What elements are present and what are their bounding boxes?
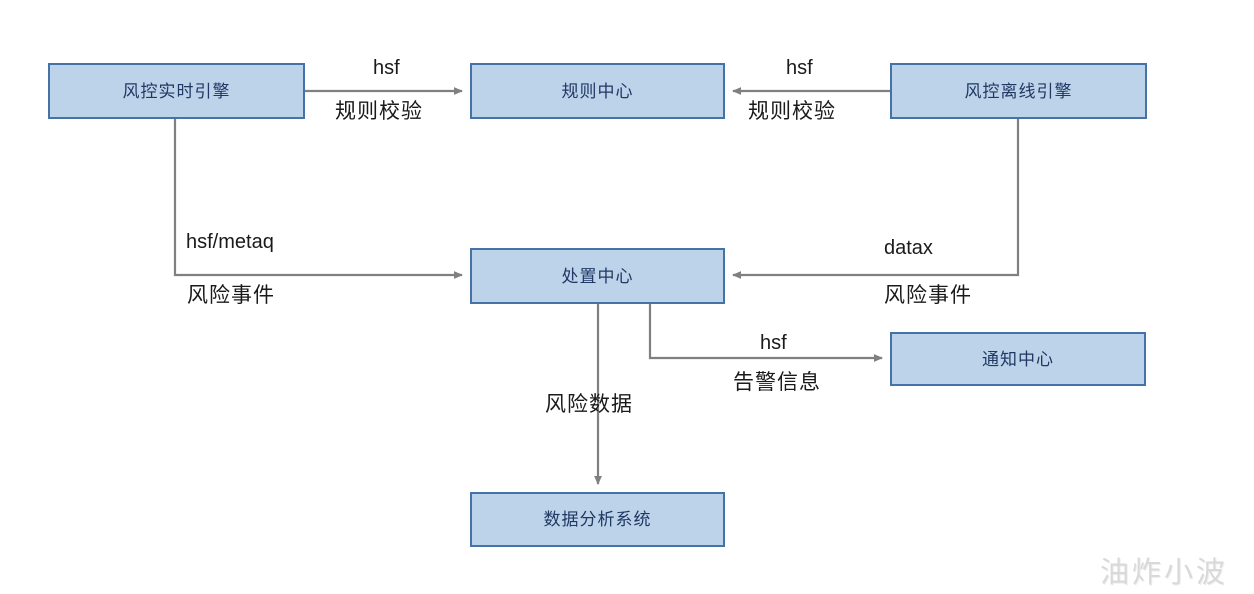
node-notification-center[interactable]: 通知中心	[890, 332, 1146, 386]
edge-label-offline-to-rule-payload: 规则校验	[748, 100, 836, 123]
node-label: 风控离线引擎	[964, 81, 1073, 101]
node-disposal-center[interactable]: 处置中心	[470, 248, 725, 304]
node-label: 处置中心	[561, 266, 634, 286]
node-realtime-engine[interactable]: 风控实时引擎	[48, 63, 305, 119]
edge-label-realtime-to-disposal-payload: 风险事件	[187, 284, 275, 307]
edge-realtime-to-disposal	[173, 119, 463, 279]
edge-label-offline-to-disposal-protocol: datax	[884, 237, 933, 259]
node-label: 通知中心	[982, 349, 1054, 369]
edge-label-realtime-to-rule-payload: 规则校验	[335, 100, 423, 123]
edge-offline-to-disposal	[732, 119, 1020, 279]
node-offline-engine[interactable]: 风控离线引擎	[890, 63, 1147, 119]
edge-label-realtime-to-disposal-protocol: hsf/metaq	[186, 231, 274, 253]
node-label: 规则中心	[561, 81, 634, 101]
edge-label-offline-to-rule-protocol: hsf	[786, 57, 813, 79]
edge-label-realtime-to-rule-protocol: hsf	[373, 57, 400, 79]
node-rule-center[interactable]: 规则中心	[470, 63, 725, 119]
node-label: 数据分析系统	[543, 510, 652, 529]
edge-label-disposal-to-analysis-payload: 风险数据	[545, 393, 633, 416]
edge-disposal-to-notification	[648, 304, 883, 362]
edge-label-disposal-to-notification-payload: 告警信息	[733, 371, 821, 394]
edge-label-disposal-to-notification-protocol: hsf	[760, 332, 787, 354]
watermark: 油炸小波	[1100, 557, 1229, 589]
node-data-analysis-system[interactable]: 数据分析系统	[470, 492, 725, 547]
node-label: 风控实时引擎	[122, 81, 231, 101]
edge-label-offline-to-disposal-payload: 风险事件	[884, 284, 972, 307]
